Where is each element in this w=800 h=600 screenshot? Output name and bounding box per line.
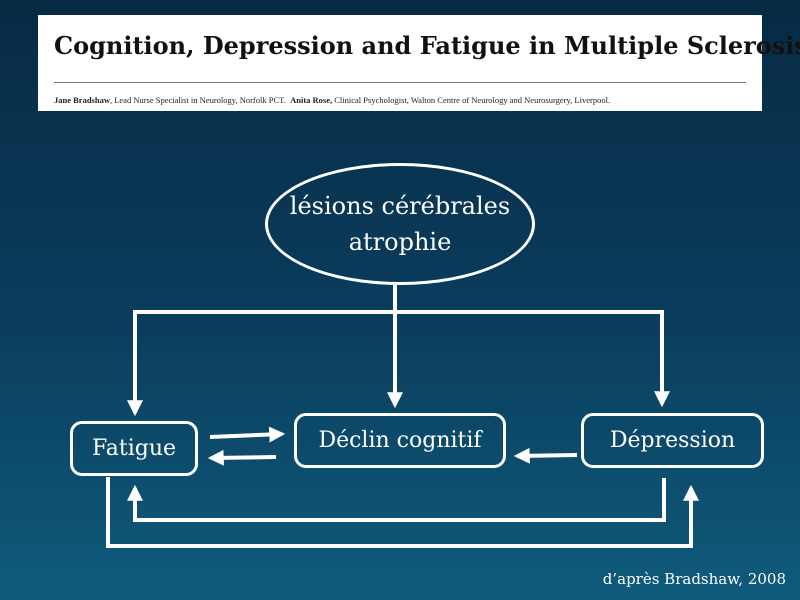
author-2-role: Clinical Psychologist, Walton Centre of … bbox=[332, 95, 611, 105]
author-1-role: , Lead Nurse Specialist in Neurology, No… bbox=[109, 95, 286, 105]
arrow-lesions-to-depression bbox=[395, 310, 670, 408]
arrow-depression-to-declin bbox=[513, 447, 578, 464]
node-depression-label: Dépression bbox=[609, 428, 736, 453]
node-lesions-cerebrales: lésions cérébrales atrophie bbox=[265, 163, 535, 285]
arrow-lesions-to-fatigue bbox=[127, 310, 395, 417]
node-depression: Dépression bbox=[581, 413, 764, 468]
node-declin-label: Déclin cognitif bbox=[318, 428, 482, 453]
node-fatigue: Fatigue bbox=[70, 421, 198, 476]
author-2-name: Anita Rose, bbox=[290, 95, 333, 105]
citation: d’après Bradshaw, 2008 bbox=[602, 570, 786, 588]
node-lesions-line1: lésions cérébrales bbox=[289, 192, 511, 220]
arrow-declin-to-fatigue bbox=[207, 449, 277, 466]
title-divider bbox=[54, 82, 746, 83]
paper-title-banner: Cognition, Depression and Fatigue in Mul… bbox=[38, 15, 800, 111]
arrow-fatigue-to-depression bbox=[106, 477, 699, 548]
node-lesions-line2: atrophie bbox=[348, 228, 452, 256]
arrow-fatigue-to-declin bbox=[209, 426, 286, 443]
paper-authors: Jane Bradshaw, Lead Nurse Specialist in … bbox=[54, 95, 754, 105]
author-1-name: Jane Bradshaw bbox=[54, 95, 110, 105]
arrow-depression-to-fatigue bbox=[127, 478, 666, 522]
paper-title: Cognition, Depression and Fatigue in Mul… bbox=[54, 31, 800, 60]
node-fatigue-label: Fatigue bbox=[91, 436, 177, 461]
node-declin-cognitif: Déclin cognitif bbox=[294, 413, 506, 468]
